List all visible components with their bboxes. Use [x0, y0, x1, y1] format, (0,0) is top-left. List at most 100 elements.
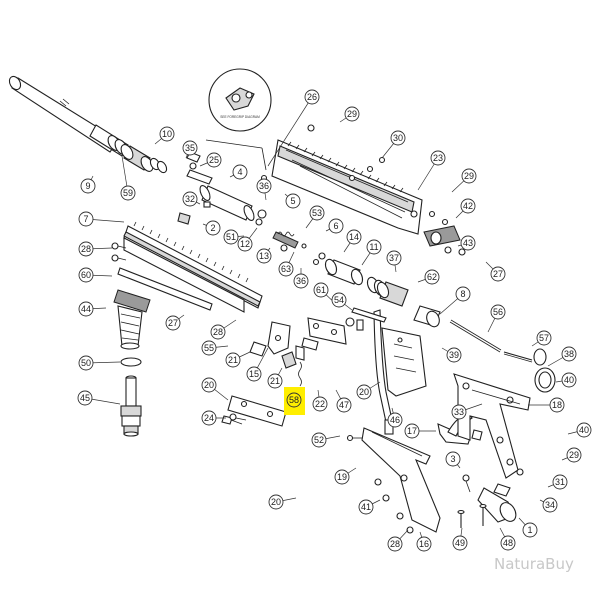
callout-circle [430, 150, 446, 166]
callout-circle [344, 106, 360, 122]
callout-42: 42 [460, 198, 476, 214]
callout-circle [201, 340, 217, 356]
callout-number: 30 [393, 133, 403, 143]
callout-15: 15 [246, 366, 262, 382]
callout-number: 46 [390, 415, 400, 425]
callout-number: 36 [296, 276, 306, 286]
callout-33: 33 [451, 404, 467, 420]
callout-49: 49 [452, 535, 468, 551]
callout-18: 18 [549, 397, 565, 413]
callout-3: 3 [445, 451, 461, 467]
callout-20: 20 [268, 494, 284, 510]
screws-28 [111, 242, 127, 262]
callout-27: 27 [490, 266, 506, 282]
callout-number: 62 [427, 272, 437, 282]
callout-number: 33 [454, 407, 464, 417]
callout-circle [552, 474, 568, 490]
valve-assembly [301, 243, 441, 328]
callout-28: 28 [210, 324, 226, 340]
callout-circle [256, 248, 272, 264]
callout-circle [500, 535, 516, 551]
callout-circle [201, 377, 217, 393]
foregrip-inset: SEE FOREGRIP DIAGRAM [208, 68, 272, 132]
bolt-assembly [177, 151, 299, 249]
callout-number: 27 [493, 269, 503, 279]
callout-43: 43 [460, 235, 476, 251]
callout-17: 17 [404, 423, 420, 439]
trigger-frame [361, 427, 441, 533]
callout-circle [331, 292, 347, 308]
callout-circle [460, 198, 476, 214]
callout-number: 29 [569, 450, 579, 460]
callout-41: 41 [358, 499, 374, 515]
callout-40: 40 [576, 422, 592, 438]
callout-31: 31 [552, 474, 568, 490]
callout-number: 7 [83, 214, 88, 224]
callout-46: 46 [387, 412, 403, 428]
callout-number: 24 [204, 413, 214, 423]
callout-51: 51 [223, 229, 239, 245]
callout-number: 10 [162, 129, 172, 139]
trigger-plate [221, 395, 287, 427]
callout-circle [356, 384, 372, 400]
callout-number: 43 [463, 238, 473, 248]
callout-23: 23 [430, 150, 446, 166]
callout-number: 6 [333, 221, 338, 231]
callout-circle [311, 432, 327, 448]
callout-19: 19 [334, 469, 350, 485]
callout-48: 48 [500, 535, 516, 551]
callout-28: 28 [78, 241, 94, 257]
callout-circle [78, 301, 94, 317]
callout-number: 59 [123, 188, 133, 198]
callout-circle [461, 168, 477, 184]
callout-number: 32 [185, 194, 195, 204]
parts-drawing: SEE FOREGRIP DIAGRAM [8, 68, 556, 534]
callout-circle [278, 261, 294, 277]
callout-13: 13 [256, 248, 272, 264]
callout-number: 58 [289, 395, 299, 405]
callout-circle [182, 140, 198, 156]
callout-number: 21 [270, 376, 280, 386]
callout-number: 8 [460, 289, 465, 299]
callout-27: 27 [165, 315, 181, 331]
callout-9: 9 [80, 178, 96, 194]
callout-25: 25 [206, 152, 222, 168]
callout-circle [390, 130, 406, 146]
callout-number: 47 [339, 400, 349, 410]
end-cap-parts [503, 348, 556, 393]
callout-number: 20 [204, 380, 214, 390]
callout-circle [78, 355, 94, 371]
callout-circle [80, 178, 96, 194]
callout-circle [387, 536, 403, 552]
callout-63: 63 [278, 261, 294, 277]
callout-number: 54 [334, 295, 344, 305]
callout-54: 54 [331, 292, 347, 308]
callout-number: 55 [204, 343, 214, 353]
callout-circle [452, 535, 468, 551]
callout-circle [165, 315, 181, 331]
callout-circle [366, 239, 382, 255]
callout-number: 35 [185, 143, 195, 153]
pins-61-54 [351, 307, 387, 331]
callout-30: 30 [390, 130, 406, 146]
callout-layer: 1234567891011121314151617181920202021212… [77, 89, 592, 552]
callout-circle [256, 178, 272, 194]
callout-number: 48 [503, 538, 513, 548]
callout-number: 26 [307, 92, 317, 102]
callout-number: 28 [390, 539, 400, 549]
callout-number: 49 [455, 538, 465, 548]
callout-number: 1 [527, 525, 532, 535]
callout-number: 28 [81, 244, 91, 254]
callout-61: 61 [313, 282, 329, 298]
upper-receiver [271, 139, 423, 235]
callout-circle [205, 220, 221, 236]
callout-circle [542, 497, 558, 513]
callout-circle [246, 366, 262, 382]
pin [280, 244, 288, 252]
callout-circle [159, 126, 175, 142]
callout-number: 44 [81, 304, 91, 314]
callout-37: 37 [386, 250, 402, 266]
callout-number: 22 [315, 399, 325, 409]
frame-screws [346, 434, 414, 534]
